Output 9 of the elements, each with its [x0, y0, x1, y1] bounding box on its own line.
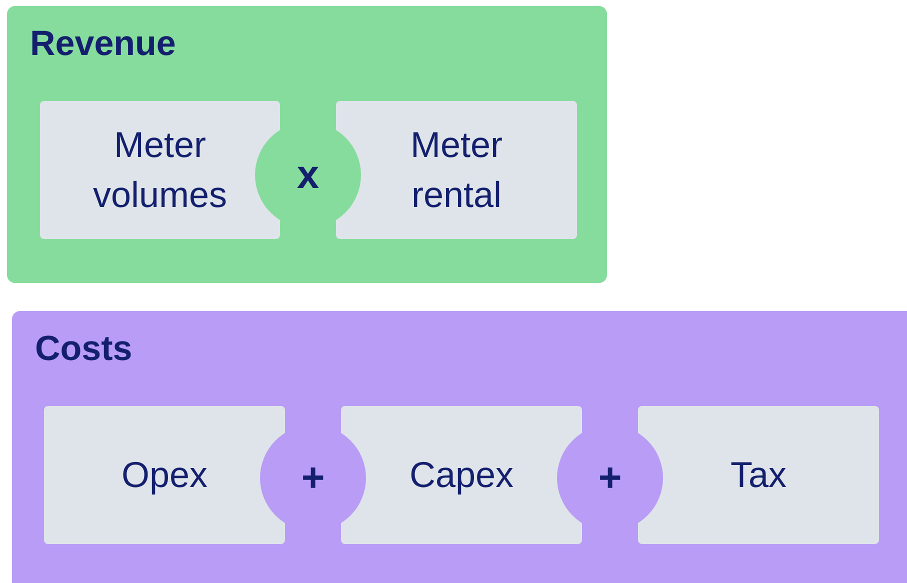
term-box: Meter rental — [336, 101, 577, 239]
panel-heading: Revenue — [30, 24, 176, 64]
term-box: Capex — [341, 406, 582, 544]
term-box: Opex — [44, 406, 285, 544]
panel-heading: Costs — [35, 329, 132, 369]
term-box: Tax — [638, 406, 879, 544]
group-panel — [12, 311, 907, 583]
group-panel — [7, 6, 607, 283]
term-box: Meter volumes — [40, 101, 280, 239]
